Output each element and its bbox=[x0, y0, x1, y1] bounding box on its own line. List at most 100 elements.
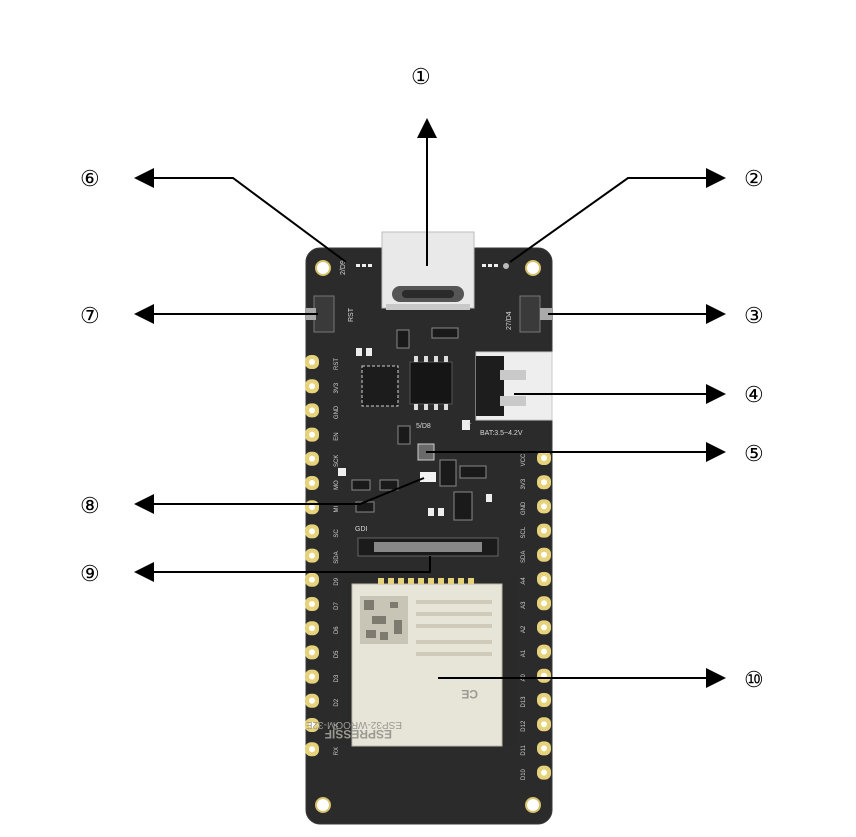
charge-led bbox=[420, 472, 436, 482]
right-pin-label: D13 bbox=[521, 696, 527, 708]
right-pin-hole-a4 bbox=[541, 576, 547, 582]
right-pin-label: A2 bbox=[521, 625, 527, 633]
callout-8: ⑧ bbox=[80, 494, 100, 519]
right-pin-label: SCL bbox=[521, 526, 527, 538]
left-pin-label: TX bbox=[334, 723, 340, 731]
smd-components bbox=[338, 327, 492, 521]
left-pin-hole-mi bbox=[309, 504, 315, 511]
callout-6: ⑥ bbox=[80, 167, 100, 192]
right-pin-label: GND bbox=[521, 501, 527, 515]
callout-lines bbox=[134, 118, 726, 688]
right-pin-hole-d11 bbox=[541, 745, 547, 752]
right-pin-label: A4 bbox=[521, 577, 527, 585]
right-pin-label: A1 bbox=[521, 649, 527, 657]
left-pin-hole-d9 bbox=[309, 576, 315, 583]
left-pin-hole-sc bbox=[309, 528, 315, 535]
left-pin-label: RX bbox=[334, 747, 340, 755]
left-pin-label: SC bbox=[334, 529, 340, 538]
left-pin-hole-sda bbox=[309, 552, 315, 559]
silk-2-d9: 2/D9 bbox=[340, 260, 347, 275]
boot-button[interactable] bbox=[519, 295, 552, 333]
right-pin-hole-a3 bbox=[541, 600, 547, 607]
left-pin-hole-d5 bbox=[309, 649, 315, 656]
left-pin-label: D7 bbox=[334, 602, 340, 610]
battery-voltage-label: BAT:3.5~4.2V bbox=[480, 430, 523, 437]
module-top-pads bbox=[378, 578, 474, 584]
right-pin-label: 3V3 bbox=[521, 478, 527, 489]
callout-4: ④ bbox=[744, 383, 764, 408]
left-pin-label: MO bbox=[334, 480, 340, 490]
module-name-label: ESP32-WROOM-32E bbox=[306, 719, 402, 730]
left-pin-hole-rx bbox=[309, 746, 315, 753]
left-pin-hole-mo bbox=[309, 480, 315, 486]
silk-5-d8: 5/D8 bbox=[416, 423, 431, 430]
left-pin-hole-sck bbox=[309, 455, 315, 462]
module-ce-mark: CE bbox=[461, 687, 478, 701]
left-pin-hole-d6 bbox=[309, 625, 315, 632]
right-pin-label: D10 bbox=[521, 768, 527, 780]
mounting-hole-top-right bbox=[525, 260, 541, 276]
callout-line-2 bbox=[509, 168, 726, 263]
right-pin-hole-scl bbox=[541, 527, 547, 534]
silk-27-d4: 27/D4 bbox=[506, 311, 513, 330]
gdi-fpc-connector bbox=[357, 537, 499, 557]
silk-rst: RST bbox=[348, 307, 355, 322]
left-pin-label: D9 bbox=[334, 577, 340, 585]
left-pin-label: D2 bbox=[334, 698, 340, 706]
left-pin-hole-d3 bbox=[309, 673, 315, 680]
left-pin-label: 3V3 bbox=[334, 382, 340, 393]
left-pin-hole-3v3 bbox=[309, 383, 315, 390]
right-pin-hole-gnd bbox=[541, 503, 547, 510]
mounting-hole-bottom-left bbox=[315, 797, 331, 813]
right-pin-label: D11 bbox=[521, 744, 527, 755]
left-pin-label: EN bbox=[334, 432, 340, 440]
left-pin-hole-gnd bbox=[309, 407, 315, 414]
right-pin-hole-vcc bbox=[541, 455, 547, 461]
callout-2: ② bbox=[744, 167, 764, 192]
left-pin-label: D5 bbox=[334, 650, 340, 658]
left-pin-hole-en bbox=[309, 431, 315, 438]
left-pin-label: RST bbox=[334, 358, 340, 370]
left-pin-hole-tx bbox=[309, 722, 315, 728]
module-qr-code bbox=[360, 596, 408, 644]
right-pin-hole-3v3 bbox=[541, 479, 547, 486]
right-pin-hole-d10 bbox=[541, 769, 547, 776]
mounting-hole-bottom-right bbox=[525, 797, 541, 813]
right-pin-label: SDA bbox=[521, 551, 527, 563]
right-pin-hole-d12 bbox=[541, 721, 547, 728]
callout-10: ⑩ bbox=[744, 668, 764, 693]
right-pin-hole-a2 bbox=[541, 624, 547, 631]
esp32-module: ESP32-WROOM-32E ESPRESSIF CE bbox=[306, 578, 516, 747]
left-pin-label: SCK bbox=[334, 455, 340, 467]
left-pin-hole-d7 bbox=[309, 601, 315, 607]
battery-plus-label: + bbox=[468, 422, 472, 428]
callout-line-9 bbox=[134, 556, 431, 582]
status-led-left bbox=[356, 264, 372, 267]
callout-5: ⑤ bbox=[744, 442, 764, 467]
callout-1: ① bbox=[411, 65, 431, 90]
left-pin-label: D3 bbox=[334, 674, 340, 682]
right-pin-label: VCC bbox=[521, 453, 527, 466]
status-led-right bbox=[482, 263, 509, 269]
silk-gdi: GDI bbox=[355, 526, 368, 533]
callout-line-6 bbox=[134, 168, 347, 263]
callout-labels: ① ② ③ ④ ⑤ ⑥ ⑦ ⑧ ⑨ ⑩ bbox=[80, 65, 764, 693]
left-pin-label: MI bbox=[334, 506, 340, 513]
module-brand-label: ESPRESSIF bbox=[325, 727, 392, 741]
left-pin-hole-d2 bbox=[309, 697, 315, 704]
left-pin-label: GND bbox=[334, 405, 340, 419]
right-pin-label: A3 bbox=[521, 601, 527, 609]
battery-connector bbox=[475, 351, 553, 421]
right-pin-hole-d13 bbox=[541, 697, 547, 703]
callout-line-8 bbox=[134, 477, 425, 514]
left-pin-hole-rst bbox=[309, 359, 315, 365]
callout-9: ⑨ bbox=[80, 562, 100, 587]
right-pin-hole-a1 bbox=[541, 648, 547, 655]
right-pin-hole-sda bbox=[541, 551, 547, 558]
right-pin-label: D12 bbox=[521, 720, 527, 732]
left-pin-label: SDA bbox=[334, 551, 340, 563]
left-pin-label: D6 bbox=[334, 626, 340, 634]
callout-3: ③ bbox=[744, 304, 764, 329]
